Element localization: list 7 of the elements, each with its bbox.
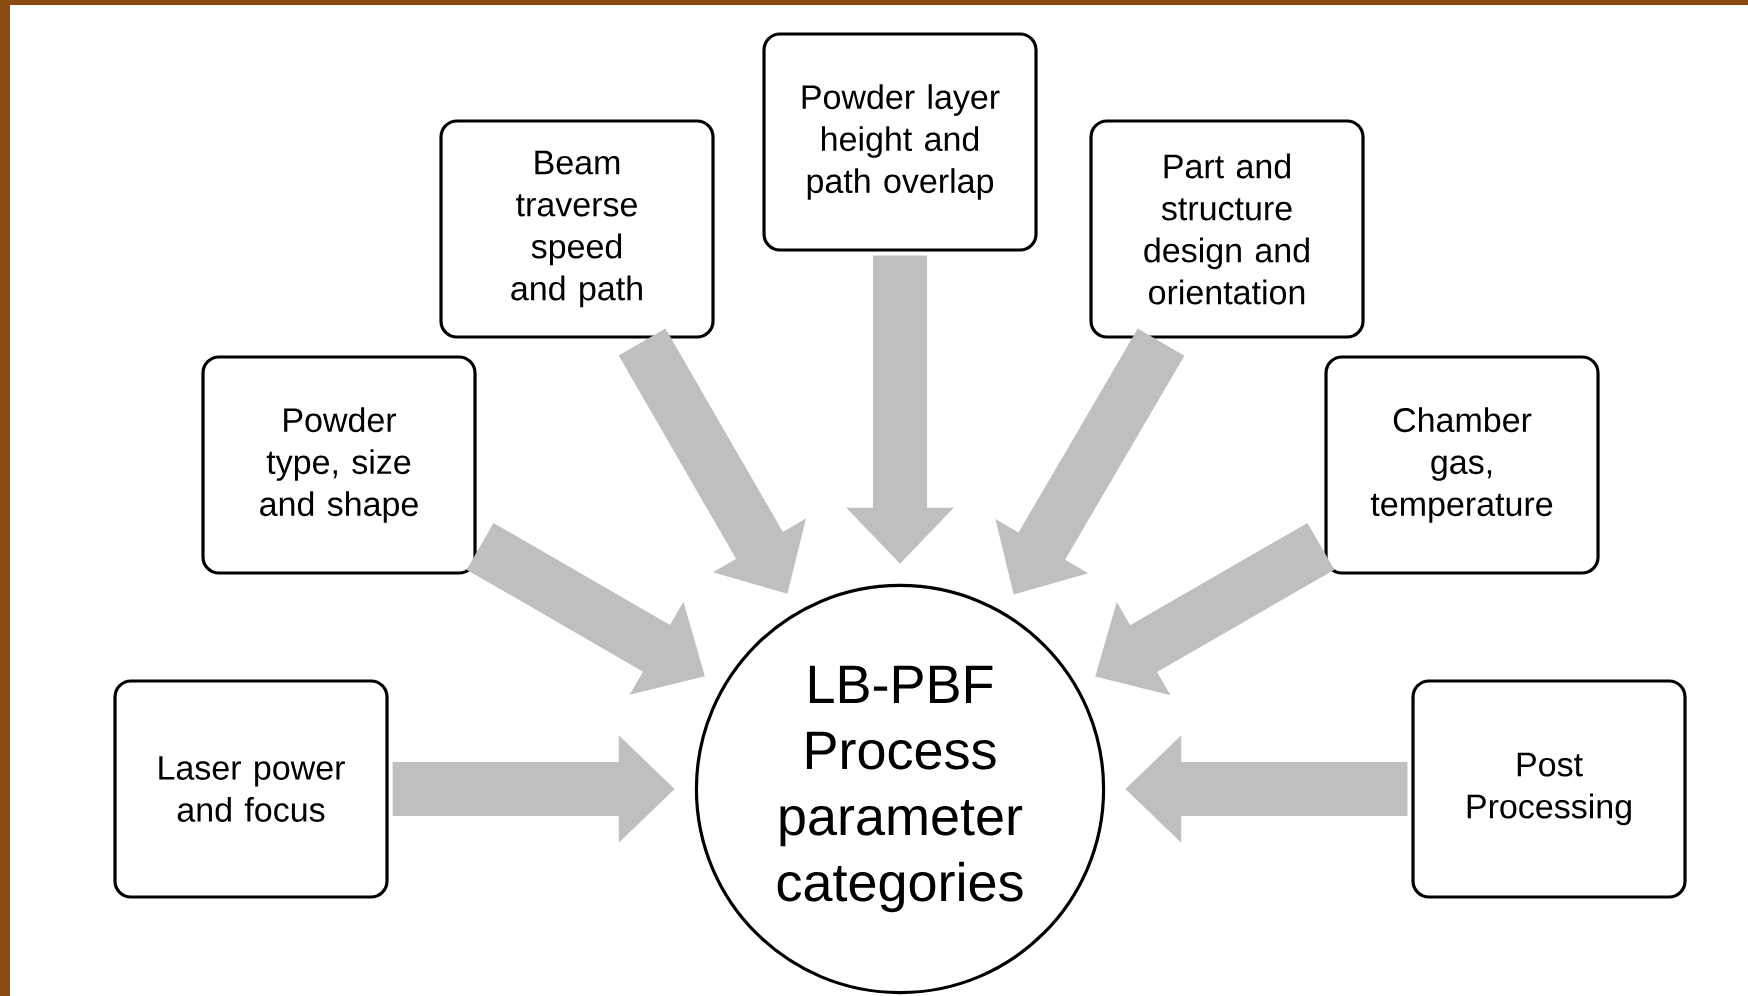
parameter-box: Part and structure design and orientation: [1089, 119, 1365, 339]
parameter-box: Post Processing: [1411, 679, 1687, 899]
parameter-box: Beam traverse speed and path: [439, 119, 715, 339]
parameter-box: Powder type, size and shape: [201, 355, 477, 575]
parameter-box: Powder layer height and path overlap: [762, 32, 1038, 252]
parameter-box: Laser power and focus: [113, 679, 389, 899]
parameter-box: Chamber gas, temperature: [1324, 355, 1600, 575]
